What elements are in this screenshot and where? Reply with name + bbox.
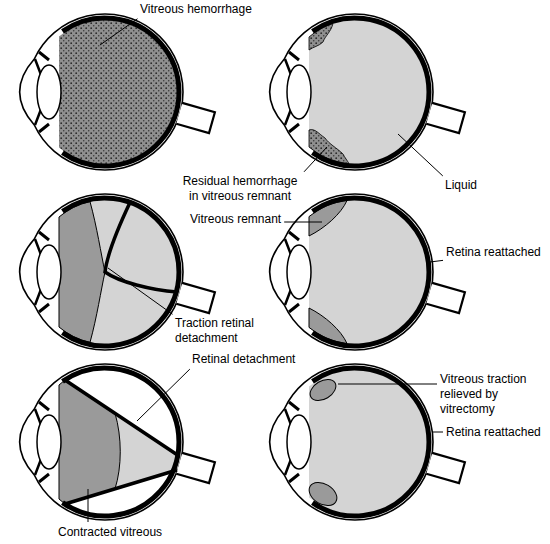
leader-line: [100, 19, 138, 45]
detached-retina: [65, 380, 179, 504]
eye-structures: [285, 18, 465, 166]
leader-line: [398, 134, 443, 176]
leader-line: [338, 384, 437, 385]
leader-lines: [88, 19, 443, 522]
detached-retina: [105, 203, 177, 293]
part-label: Residual hemorrhage in vitreous remnant: [178, 174, 302, 204]
eye-funnel-detachment: [20, 364, 215, 520]
leader-line: [433, 432, 443, 433]
part-label: Retina reattached: [446, 245, 541, 260]
leader-line: [137, 369, 190, 421]
part-label: Vitreous hemorrhage: [140, 2, 252, 17]
vitreous-body: [59, 202, 105, 343]
leader-line: [304, 147, 327, 172]
leader-line: [284, 222, 322, 223]
eye-structures: [285, 368, 465, 516]
eye-after-vitrectomy: [270, 14, 465, 170]
eye-structures: [35, 368, 215, 516]
leader-line: [88, 489, 89, 522]
eye-hemorrhage: [20, 14, 215, 170]
contracted-vitreous: [59, 380, 120, 504]
vitreous-remnant: [309, 308, 347, 344]
part-label: Retinal detachment: [192, 352, 295, 367]
part-label: Contracted vitreous: [58, 525, 162, 540]
part-label: Liquid: [445, 178, 477, 193]
eye-traction-relieved: [270, 364, 465, 520]
eye-structures: [285, 198, 465, 346]
eye-structures: [35, 18, 215, 166]
part-label: Vitreous remnant: [190, 212, 281, 227]
leader-line: [430, 260, 443, 262]
part-label: Retina reattached: [446, 425, 541, 440]
vitreous-remnant: [305, 478, 341, 511]
eye-reattached: [270, 194, 465, 350]
part-label: Vitreous traction relieved by vitrectomy: [440, 372, 546, 417]
leader-line: [108, 268, 173, 314]
residual-hemorrhage: [309, 130, 349, 164]
part-label: Traction retinal detachment: [175, 316, 267, 346]
vitreous-remnant: [309, 201, 347, 237]
